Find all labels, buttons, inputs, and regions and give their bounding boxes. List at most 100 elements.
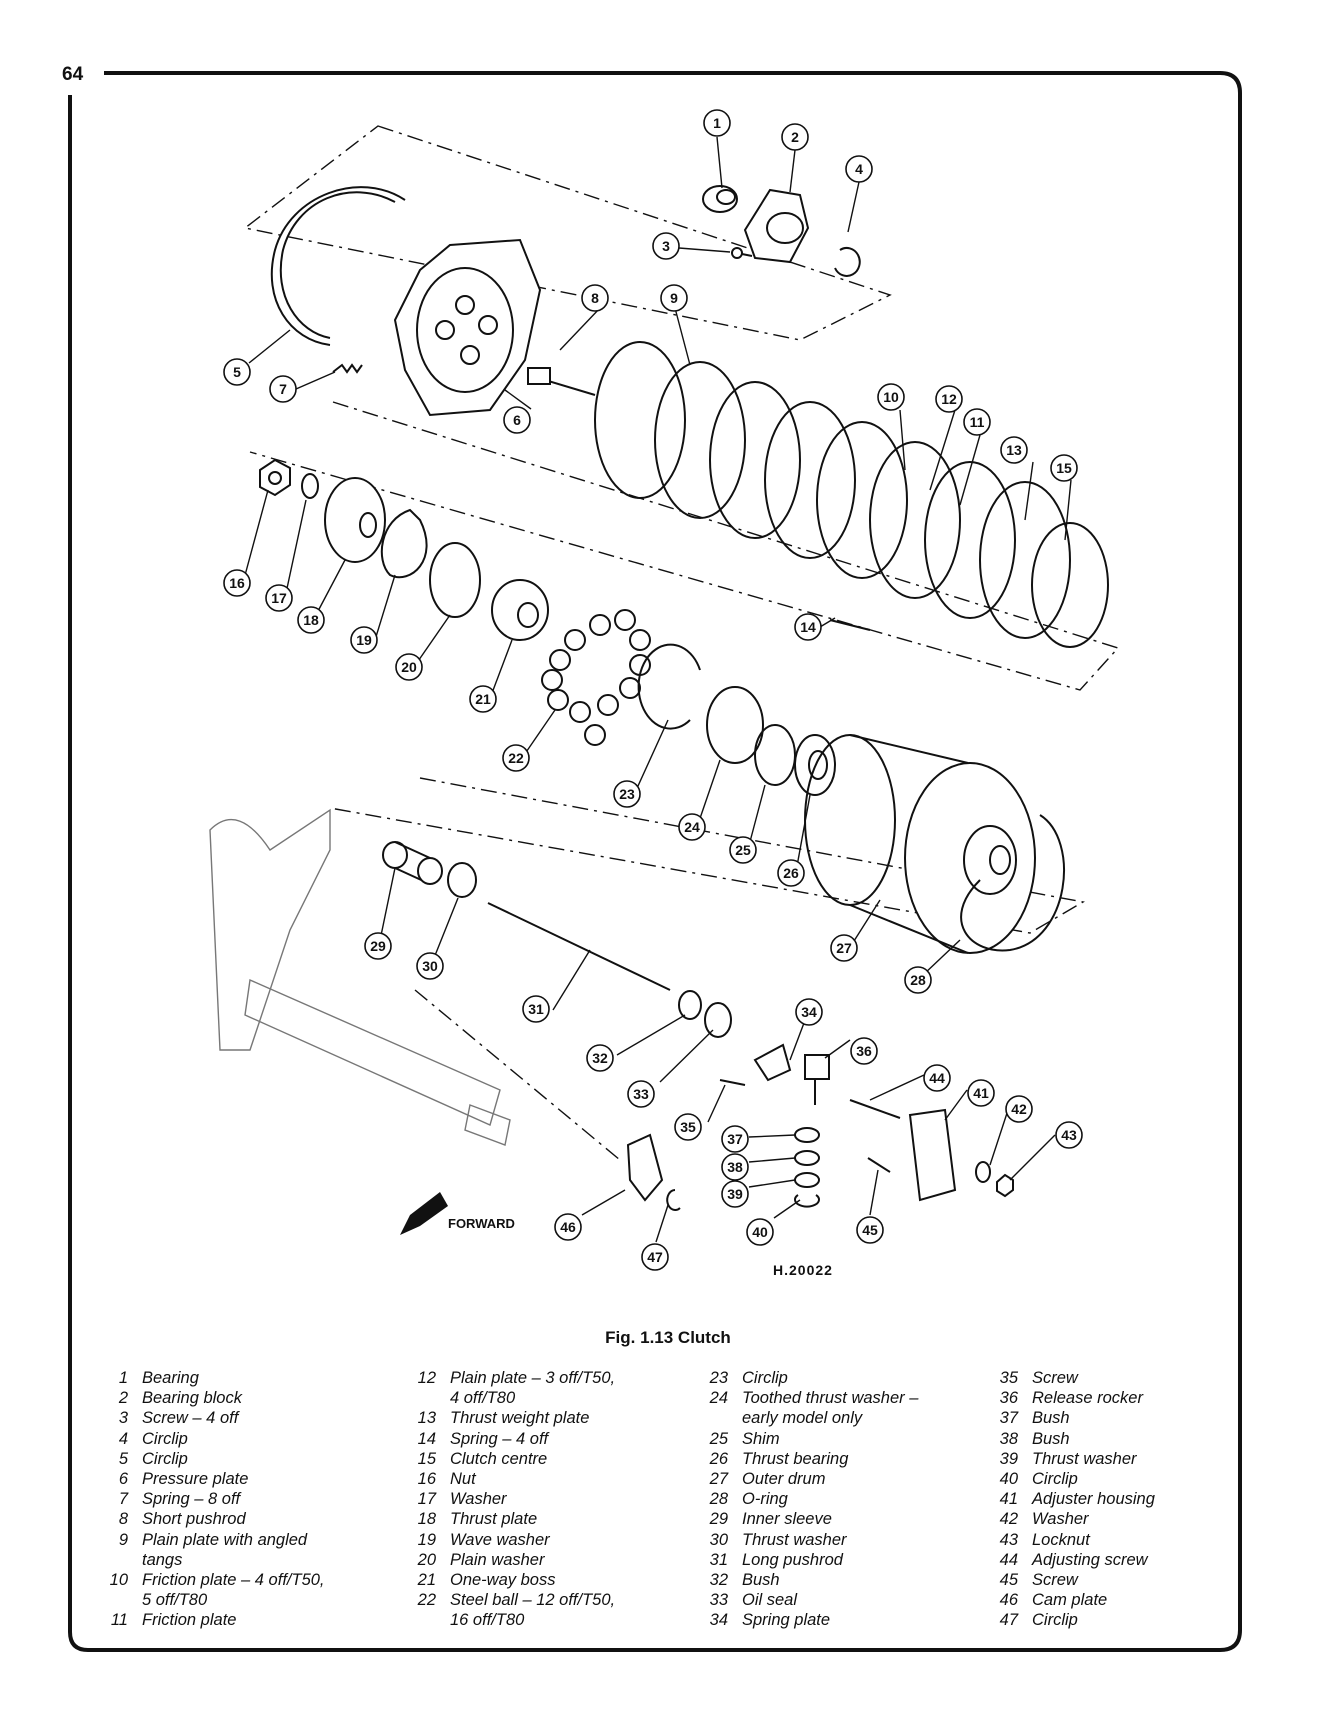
legend-item-number: 27	[709, 1470, 728, 1489]
legend-item-number: 4	[118, 1429, 128, 1448]
callout-1: 1	[703, 109, 731, 137]
callout-20: 20	[395, 653, 423, 681]
spring-plate	[753, 1043, 792, 1082]
svg-text:6: 6	[513, 412, 521, 428]
adjusting-screw	[849, 1099, 901, 1119]
legend-item-text: Circlip	[142, 1429, 188, 1448]
legend-item-text: Circlip	[1032, 1611, 1078, 1630]
screw-35	[719, 1079, 746, 1086]
svg-text:36: 36	[856, 1043, 872, 1059]
callout-11: 11	[963, 408, 991, 436]
svg-text:1: 1	[713, 115, 721, 131]
circlip-small	[834, 247, 861, 277]
legend-item-text: Washer	[450, 1490, 507, 1509]
callout-2: 2	[781, 123, 809, 151]
svg-text:14: 14	[800, 619, 816, 635]
callout-38: 38	[721, 1153, 749, 1181]
bush-38	[794, 1150, 820, 1166]
legend-item-text: Outer drum	[742, 1470, 826, 1489]
legend-item-number: 1	[118, 1369, 128, 1387]
svg-text:38: 38	[727, 1159, 743, 1175]
guide-line-shaft	[414, 989, 621, 1161]
callout-43: 43	[1055, 1121, 1083, 1149]
legend-item-number: 7	[118, 1490, 128, 1509]
svg-text:16: 16	[229, 575, 245, 591]
callout-9: 9	[660, 284, 688, 312]
callout-27: 27	[830, 934, 858, 962]
legend-item-text: Oil seal	[742, 1591, 798, 1610]
legend-item: 1 Bearing	[100, 1368, 400, 1388]
svg-text:46: 46	[560, 1219, 576, 1235]
svg-text:42: 42	[1011, 1101, 1027, 1117]
callout-22: 22	[502, 744, 530, 772]
legend-item: 46 Cam plate	[990, 1590, 1240, 1610]
legend-item-number: 5	[118, 1449, 128, 1468]
callout-45: 45	[856, 1216, 884, 1244]
svg-text:33: 33	[633, 1086, 649, 1102]
nut	[259, 458, 291, 497]
legend-item-number: 28	[709, 1490, 728, 1509]
callout-19: 19	[350, 626, 378, 654]
svg-text:13: 13	[1006, 442, 1022, 458]
legend-item-text: Bush	[742, 1571, 780, 1590]
legend-item-number: 11	[110, 1611, 128, 1630]
legend-item-text: Plain plate – 3 off/T50, 4 off/T80	[450, 1369, 616, 1408]
callout-39: 39	[721, 1180, 749, 1208]
legend-item-text: Circlip	[742, 1369, 788, 1387]
page-number: 64	[62, 64, 84, 85]
svg-text:4: 4	[855, 161, 863, 177]
callout-13: 13	[1000, 436, 1028, 464]
svg-text:32: 32	[592, 1050, 608, 1066]
svg-text:44: 44	[929, 1070, 945, 1086]
figure-caption: Fig. 1.13 Clutch	[605, 1328, 731, 1347]
svg-text:25: 25	[735, 842, 751, 858]
legend-item-text: Bearing	[142, 1369, 199, 1387]
callout-23: 23	[613, 780, 641, 808]
legend-item-text: Bush	[1032, 1409, 1070, 1428]
legend-item-text: Friction plate	[142, 1611, 237, 1630]
svg-text:26: 26	[783, 865, 799, 881]
callout-47: 47	[641, 1243, 669, 1271]
adjuster-housing	[908, 1108, 957, 1202]
callout-18: 18	[297, 606, 325, 634]
legend-item-text: Spring – 4 off	[450, 1429, 549, 1448]
svg-text:18: 18	[303, 612, 319, 628]
locknut	[996, 1173, 1014, 1198]
callout-14: 14	[794, 613, 822, 641]
legend-item-number: 46	[999, 1591, 1018, 1610]
callout-28: 28	[904, 966, 932, 994]
legend-item-number: 40	[999, 1470, 1018, 1489]
svg-text:10: 10	[883, 389, 899, 405]
callout-15: 15	[1050, 454, 1078, 482]
legend-item-text: Cam plate	[1032, 1591, 1108, 1610]
svg-text:8: 8	[591, 290, 599, 306]
callout-41: 41	[967, 1079, 995, 1107]
svg-text:17: 17	[271, 590, 287, 606]
callout-36: 36	[850, 1037, 878, 1065]
pressure-plate	[393, 238, 542, 417]
callout-12: 12	[935, 385, 963, 413]
callout-10: 10	[877, 383, 905, 411]
thrust-washer-30	[447, 862, 477, 898]
plain-washer	[429, 542, 481, 618]
legend-item-number: 15	[417, 1449, 436, 1468]
legend-item-number: 19	[417, 1530, 436, 1549]
callout-24: 24	[678, 813, 706, 841]
steel-balls	[541, 609, 651, 746]
callout-35: 35	[674, 1113, 702, 1141]
callout-37: 37	[721, 1125, 749, 1153]
svg-text:24: 24	[684, 819, 700, 835]
legend-item-text: Bearing block	[142, 1389, 242, 1408]
legend-item-text: Washer	[1032, 1510, 1089, 1529]
